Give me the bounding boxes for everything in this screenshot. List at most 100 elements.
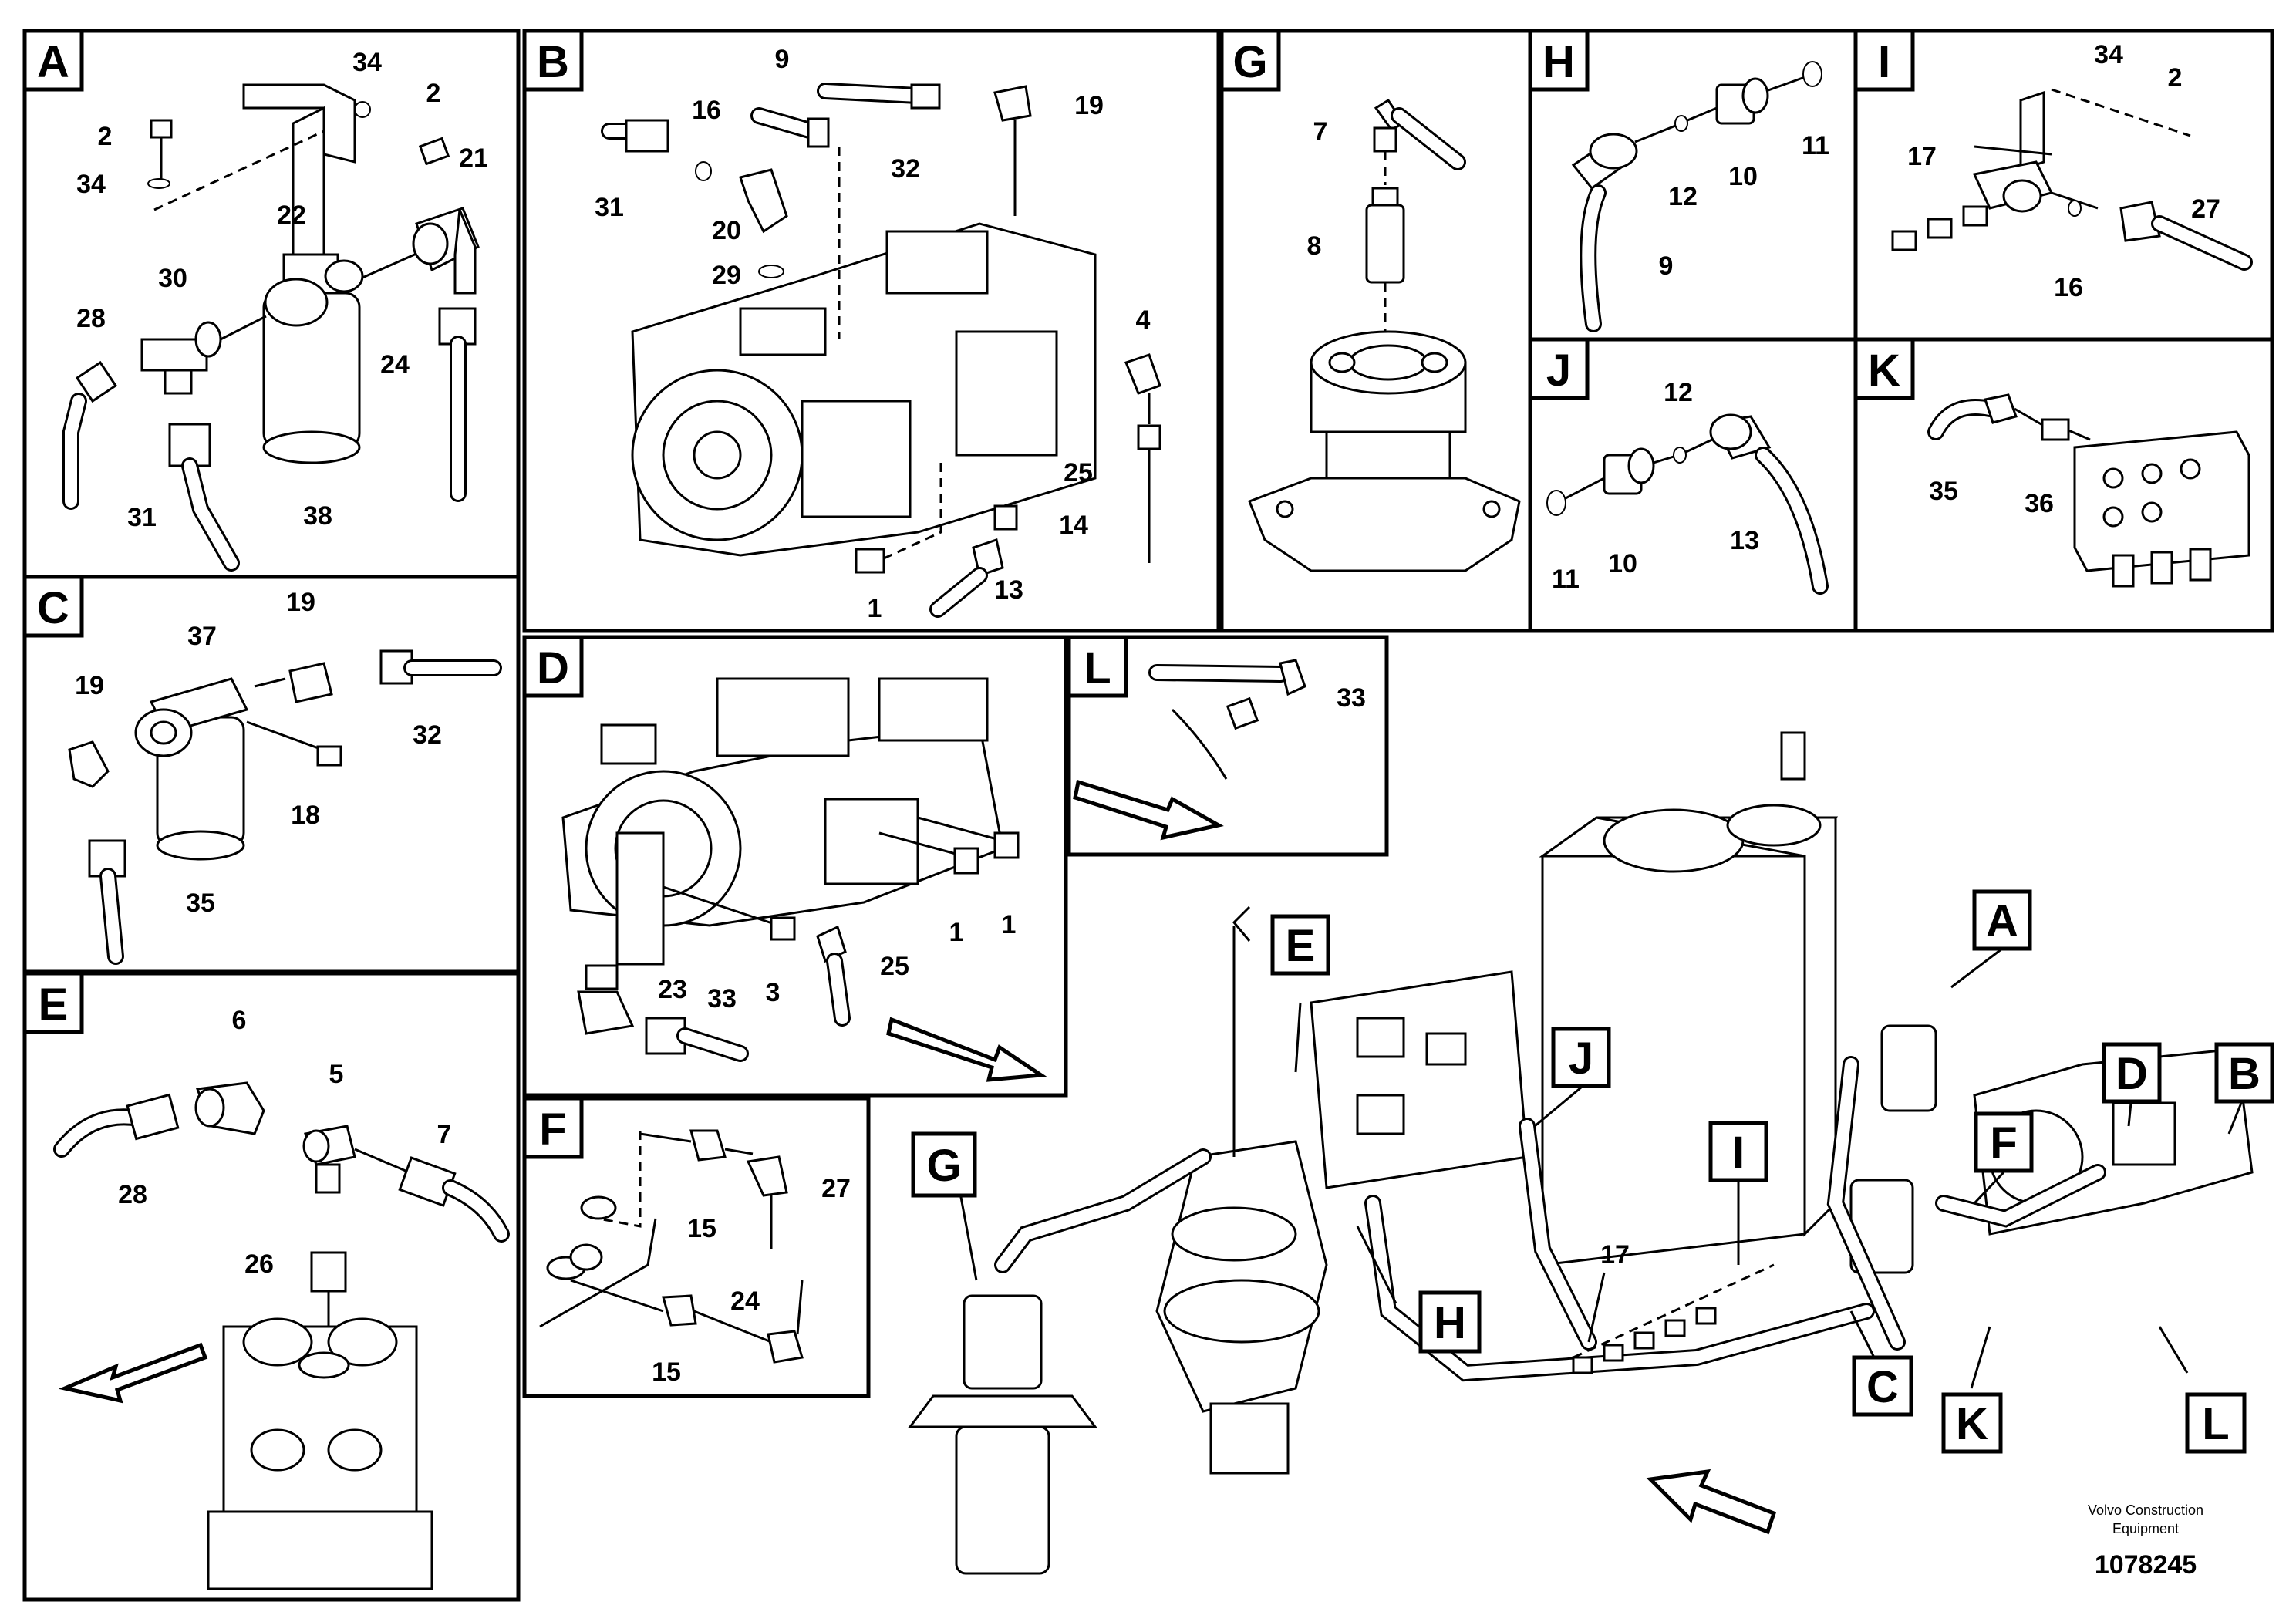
- svg-text:J: J: [1546, 346, 1571, 396]
- callout-number: 28: [76, 304, 106, 333]
- callout-number: 19: [1074, 91, 1104, 120]
- overview-tag-b: B: [2214, 1042, 2274, 1104]
- callout-number: 9: [775, 45, 790, 74]
- svg-text:C: C: [1866, 1362, 1899, 1412]
- callout-number: 4: [1136, 305, 1151, 335]
- overview-tag-e: E: [1270, 914, 1330, 976]
- panel-i-artwork: [1891, 88, 2253, 271]
- panel-h-artwork: [1571, 61, 1822, 332]
- panel-e-artwork: [53, 1081, 510, 1590]
- svg-text:E: E: [39, 980, 69, 1030]
- svg-text:I: I: [1878, 37, 1890, 87]
- flow-arrow-e: [58, 1342, 208, 1404]
- callout-number: 8: [1307, 231, 1322, 261]
- svg-text:L: L: [1084, 643, 1111, 693]
- callout-number: 23: [658, 975, 687, 1004]
- svg-text:K: K: [1956, 1399, 1988, 1449]
- callout-number: 20: [712, 216, 741, 245]
- callout-number: 26: [244, 1249, 274, 1279]
- swing-motor: [1155, 1140, 1328, 1413]
- panel-tag-g: G: [1219, 29, 1281, 92]
- callout-number: 24: [730, 1286, 760, 1316]
- panel-d-frame: [522, 635, 1068, 1098]
- overview-tag-d: D: [2102, 1042, 2162, 1104]
- callout-number: 28: [118, 1180, 147, 1209]
- callout-number: 19: [286, 588, 315, 617]
- callout-number: 37: [187, 622, 217, 651]
- callout-number: 27: [821, 1174, 851, 1203]
- panel-tag-c: C: [22, 575, 84, 638]
- panel-tag-j: J: [1528, 337, 1590, 400]
- panel-tag-b: B: [522, 29, 584, 92]
- callout-number: 2: [98, 122, 113, 151]
- svg-text:K: K: [1868, 346, 1900, 396]
- svg-text:H: H: [1542, 37, 1575, 87]
- flow-arrow-overview: [1646, 1469, 1777, 1535]
- callout-number: 30: [158, 264, 187, 293]
- callout-number: 2: [426, 79, 441, 108]
- callout-number: 31: [127, 503, 157, 532]
- svg-text:B: B: [2228, 1049, 2261, 1099]
- callout-number: 31: [595, 193, 624, 222]
- callout-number: 15: [687, 1214, 716, 1243]
- panel-tag-e: E: [22, 971, 84, 1034]
- svg-text:C: C: [37, 583, 69, 633]
- overview-tag-k: K: [1941, 1392, 2003, 1454]
- callout-number: 12: [1664, 378, 1693, 407]
- panel-tag-h: H: [1528, 29, 1590, 92]
- callout-number: 7: [1313, 117, 1328, 147]
- callout-number: 36: [2025, 489, 2054, 518]
- panel-tag-a: A: [22, 29, 84, 92]
- flow-arrow-d: [886, 1017, 1047, 1082]
- callout-number: 16: [692, 96, 721, 125]
- panel-tag-i: I: [1853, 29, 1915, 92]
- panel-f-artwork: [539, 1129, 804, 1364]
- panel-a-artwork: [62, 83, 480, 572]
- svg-text:H: H: [1434, 1298, 1466, 1348]
- overview-tag-f: F: [1974, 1111, 2034, 1173]
- panel-b-artwork: [601, 83, 1161, 618]
- callout-number: 38: [303, 501, 332, 531]
- callout-number: 12: [1668, 182, 1698, 211]
- panel-b-frame: [522, 29, 1221, 633]
- callout-number: 35: [186, 889, 215, 918]
- overview-tag-a: A: [1972, 889, 2032, 951]
- callout-number: 34: [76, 170, 106, 199]
- panel-f-frame: [522, 1096, 871, 1398]
- callout-number: 9: [1659, 251, 1674, 281]
- panel-e-frame: [22, 971, 521, 1602]
- callout-number: 1: [1002, 910, 1017, 939]
- overview-tag-l: L: [2185, 1392, 2247, 1454]
- svg-text:L: L: [2202, 1399, 2229, 1449]
- svg-text:F: F: [539, 1104, 566, 1155]
- drawing-number: 1078245: [2095, 1550, 2197, 1580]
- callout-number: 33: [1337, 683, 1366, 713]
- overview-tag-i: I: [1708, 1121, 1768, 1182]
- callout-number: 29: [712, 261, 741, 290]
- control-valve: [1310, 970, 1529, 1189]
- callout-number: 5: [329, 1060, 344, 1089]
- panel-c-artwork: [68, 649, 502, 965]
- svg-text:G: G: [1232, 37, 1267, 87]
- panel-tag-f: F: [522, 1096, 584, 1159]
- panel-j-artwork: [1546, 413, 1829, 595]
- callout-number: 25: [1064, 458, 1093, 487]
- svg-text:F: F: [1990, 1118, 2017, 1168]
- overview-tag-j: J: [1551, 1027, 1611, 1088]
- company-name-line1: Volvo Construction: [2088, 1502, 2203, 1518]
- callout-number: 34: [352, 48, 382, 77]
- overview-callout-number: 17: [1600, 1240, 1630, 1270]
- company-name-line2: Equipment: [2112, 1521, 2179, 1536]
- callout-number: 32: [413, 720, 442, 750]
- callout-number: 10: [1728, 162, 1758, 191]
- svg-text:J: J: [1569, 1034, 1593, 1084]
- overview-machine: [908, 731, 2254, 1575]
- callout-number: 3: [766, 978, 781, 1007]
- svg-text:A: A: [37, 37, 69, 87]
- svg-text:A: A: [1986, 896, 2018, 946]
- svg-text:G: G: [926, 1141, 961, 1191]
- callout-number: 18: [291, 801, 320, 830]
- overview-tag-h: H: [1418, 1290, 1482, 1354]
- panel-l-artwork: [1073, 659, 1306, 841]
